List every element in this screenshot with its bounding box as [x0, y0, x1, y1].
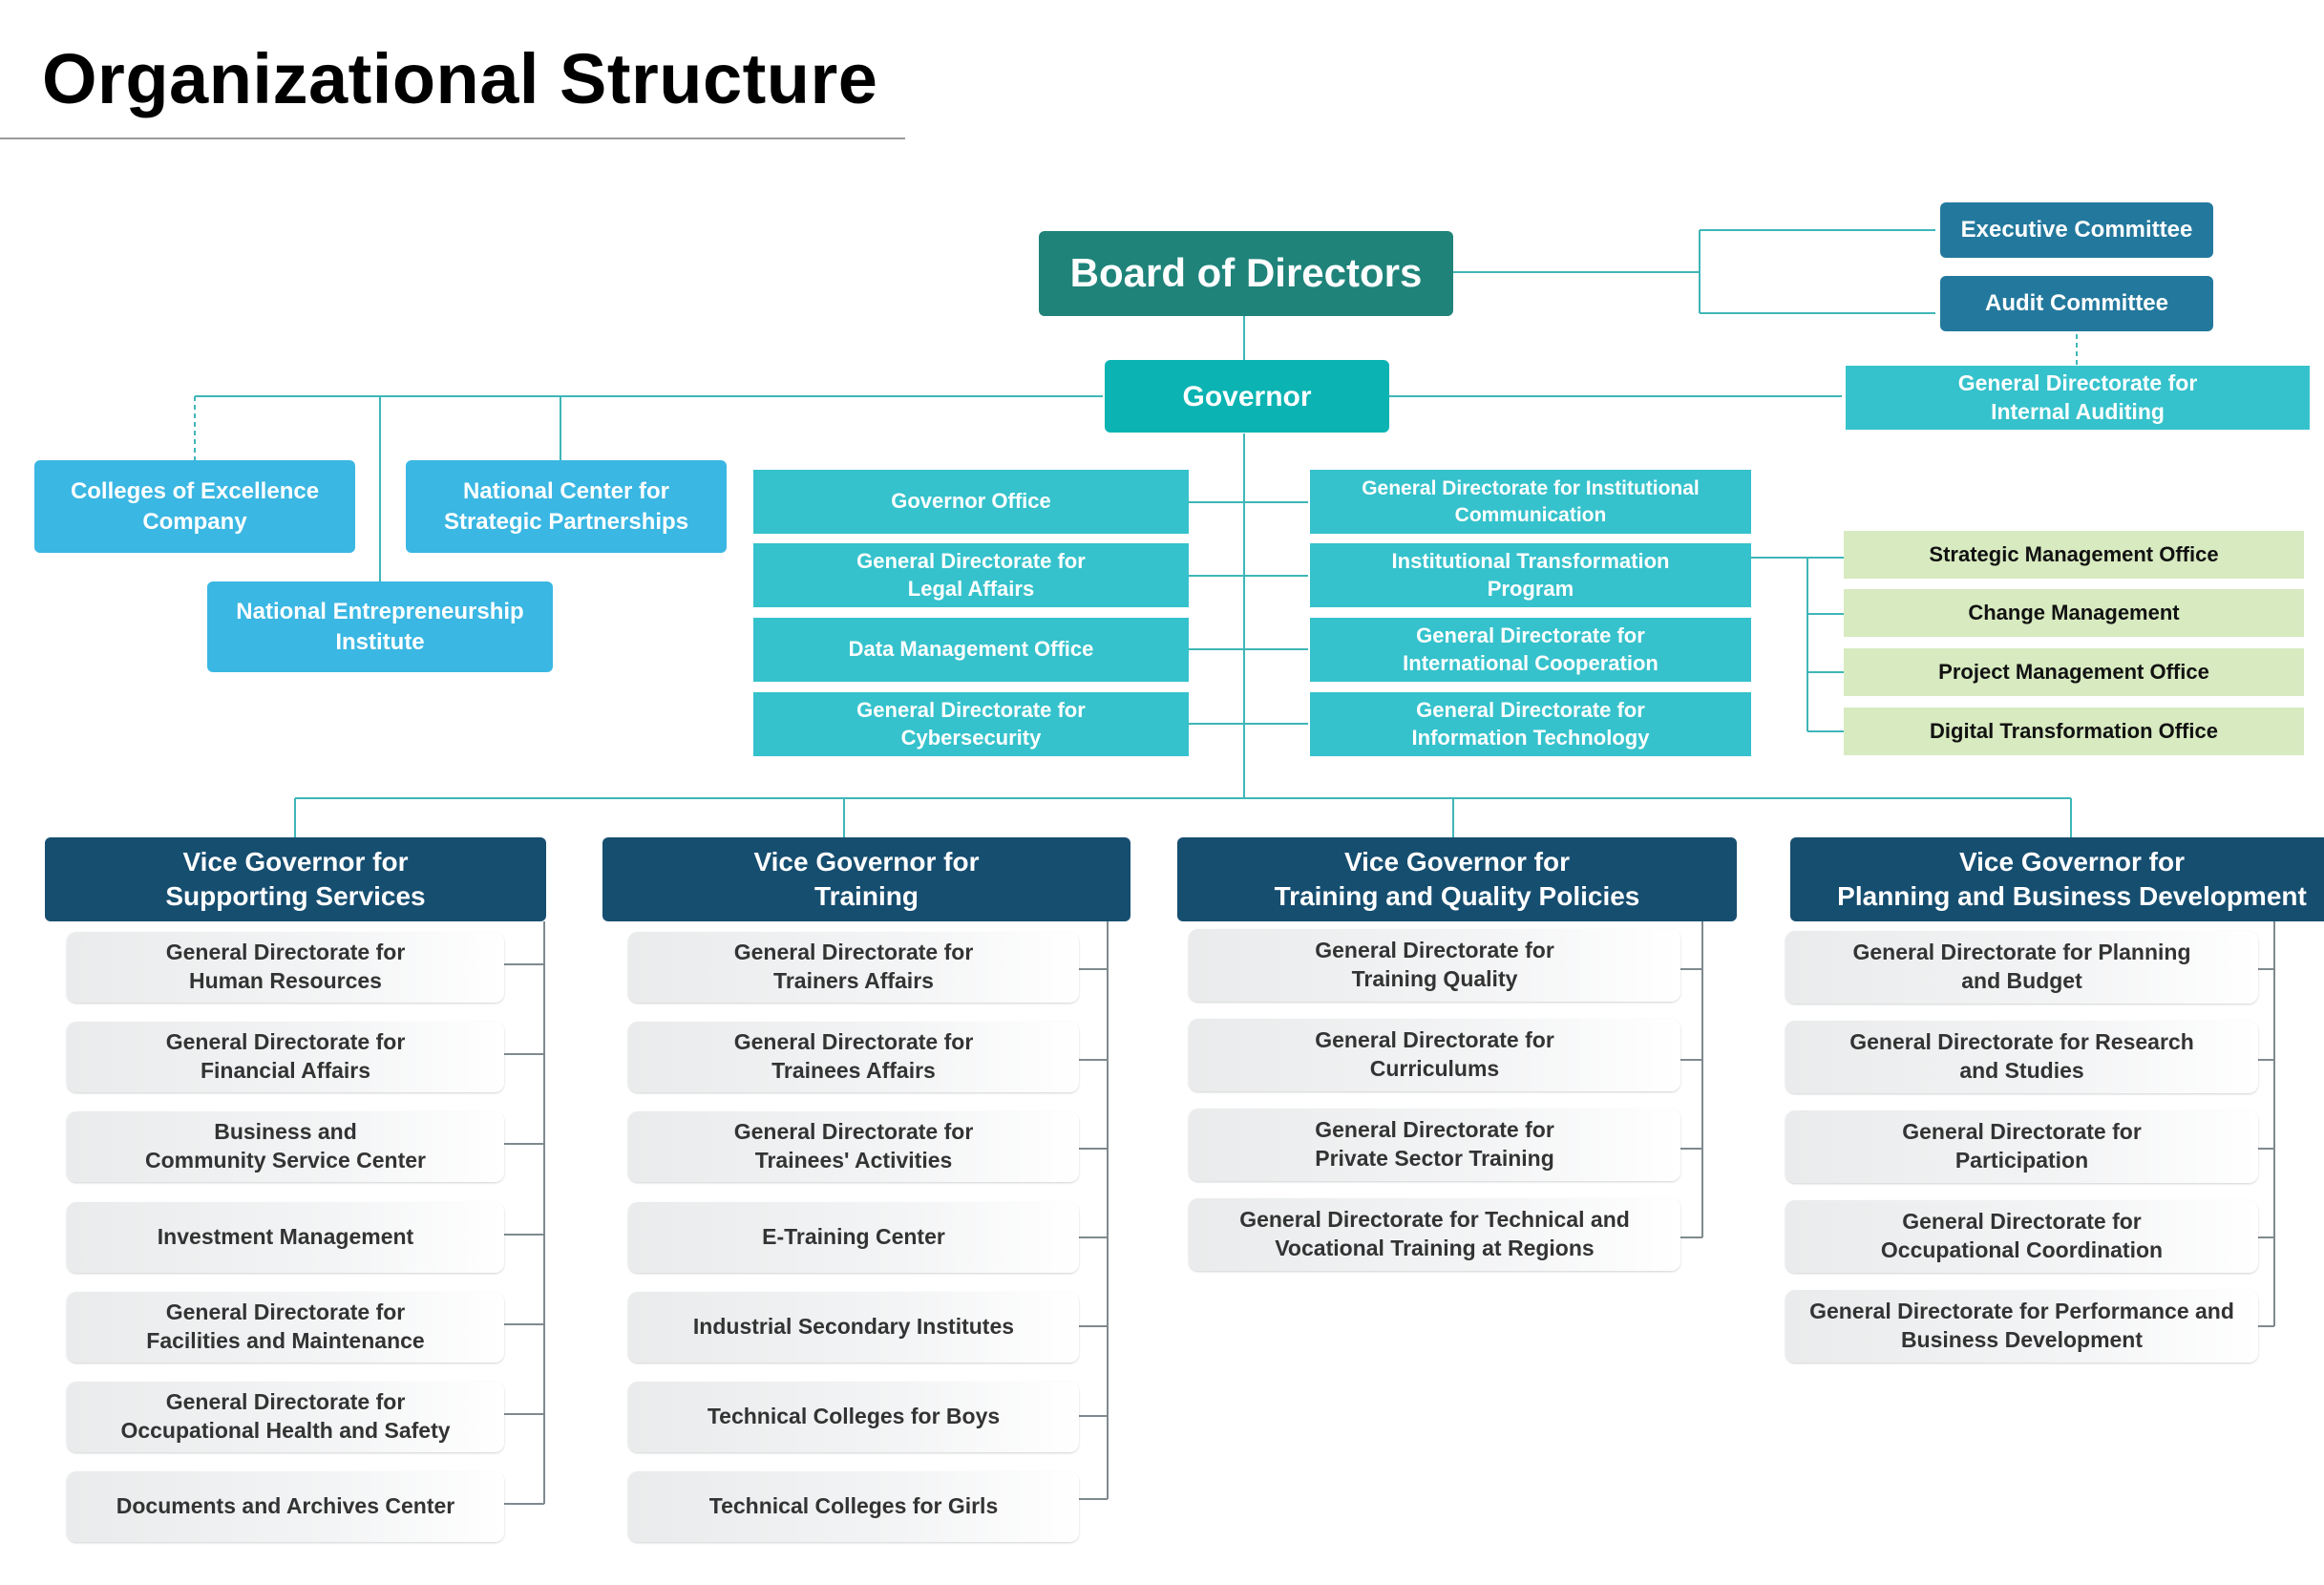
directorate-box: General Directorate for Technical and Vo…	[1189, 1198, 1680, 1271]
vice-governor-quality-policies: Vice Governor for Training and Quality P…	[1177, 837, 1737, 921]
governor-unit-left: Data Management Office	[753, 618, 1189, 682]
governor-unit-right: General Directorate for International Co…	[1310, 618, 1751, 682]
governor-unit-right: General Directorate for Institutional Co…	[1310, 470, 1751, 534]
directorate-box: Technical Colleges for Boys	[628, 1382, 1079, 1452]
governor-unit-left: General Directorate for Legal Affairs	[753, 543, 1189, 607]
vice-governor-planning-development: Vice Governor for Planning and Business …	[1790, 837, 2324, 921]
affiliate-colleges-of-excellence: Colleges of Excellence Company	[34, 460, 355, 553]
directorate-box: Investment Management	[67, 1202, 504, 1273]
audit-committee-box: Audit Committee	[1940, 276, 2213, 331]
governor-unit-left: General Directorate for Cybersecurity	[753, 692, 1189, 756]
directorate-box: General Directorate for Research and Stu…	[1785, 1021, 2258, 1093]
governor-unit-right: Institutional Transformation Program	[1310, 543, 1751, 607]
transformation-office: Change Management	[1844, 589, 2304, 637]
governor-box: Governor	[1105, 360, 1389, 433]
governor-unit-right: General Directorate for Information Tech…	[1310, 692, 1751, 756]
transformation-office: Digital Transformation Office	[1844, 708, 2304, 755]
directorate-box: General Directorate for Performance and …	[1785, 1290, 2258, 1363]
directorate-box: General Directorate for Trainees Affairs	[628, 1022, 1079, 1092]
directorate-box: General Directorate for Trainees' Activi…	[628, 1111, 1079, 1182]
directorate-box: E-Training Center	[628, 1202, 1079, 1273]
vice-governor-training: Vice Governor for Training	[602, 837, 1130, 921]
directorate-box: General Directorate for Facilities and M…	[67, 1292, 504, 1363]
affiliate-strategic-partnerships: National Center for Strategic Partnershi…	[406, 460, 727, 553]
vice-governor-supporting-services: Vice Governor for Supporting Services	[45, 837, 546, 921]
executive-committee-box: Executive Committee	[1940, 202, 2213, 258]
directorate-box: Business and Community Service Center	[67, 1111, 504, 1182]
directorate-box: Documents and Archives Center	[67, 1471, 504, 1542]
directorate-box: General Directorate for Occupational Hea…	[67, 1382, 504, 1452]
directorate-box: General Directorate for Training Quality	[1189, 929, 1680, 1002]
directorate-box: Technical Colleges for Girls	[628, 1471, 1079, 1542]
page-title: Organizational Structure	[42, 39, 878, 118]
transformation-office: Project Management Office	[1844, 648, 2304, 696]
directorate-box: General Directorate for Private Sector T…	[1189, 1109, 1680, 1181]
directorate-box: General Directorate for Human Resources	[67, 932, 504, 1003]
affiliate-entrepreneurship-institute: National Entrepreneurship Institute	[207, 581, 553, 672]
directorate-box: General Directorate for Participation	[1785, 1110, 2258, 1183]
board-of-directors-box: Board of Directors	[1039, 231, 1453, 316]
transformation-office: Strategic Management Office	[1844, 531, 2304, 579]
directorate-box: General Directorate for Occupational Coo…	[1785, 1200, 2258, 1273]
directorate-box: General Directorate for Curriculums	[1189, 1019, 1680, 1091]
title-divider	[0, 137, 905, 139]
directorate-box: General Directorate for Financial Affair…	[67, 1022, 504, 1092]
governor-unit-left: Governor Office	[753, 470, 1189, 534]
directorate-box: Industrial Secondary Institutes	[628, 1292, 1079, 1363]
directorate-box: General Directorate for Planning and Bud…	[1785, 931, 2258, 1004]
internal-auditing-box: General Directorate for Internal Auditin…	[1846, 366, 2310, 430]
directorate-box: General Directorate for Trainers Affairs	[628, 932, 1079, 1003]
